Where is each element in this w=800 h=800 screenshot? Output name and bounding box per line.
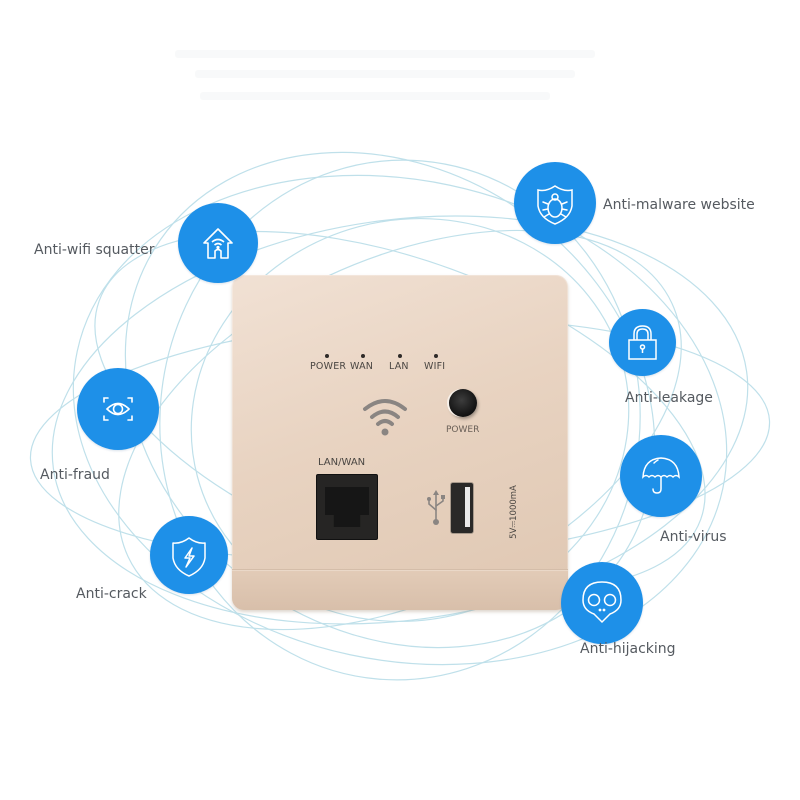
panel-groove (232, 569, 568, 571)
wall-router-panel (232, 275, 568, 610)
feature-label: Anti-hijacking (580, 641, 676, 657)
led-label-wan: WAN (350, 361, 374, 372)
usb-port[interactable] (450, 482, 474, 534)
umbrella-icon (620, 435, 702, 517)
house-wifi-icon (178, 203, 258, 283)
usb-rating-label: 5V⎓1000mA (508, 485, 519, 539)
eye-scan-icon (77, 368, 159, 450)
power-button[interactable] (449, 389, 477, 417)
lan-wan-port-label: LAN/WAN (318, 457, 366, 468)
led-label-power: POWER (310, 361, 347, 372)
shield-bug-icon (514, 162, 596, 244)
feature-label: Anti-wifi squatter (34, 242, 155, 258)
led-power-indicator (325, 354, 329, 358)
shield-lightning-icon (150, 516, 228, 594)
panel-bottom-strip (232, 571, 568, 610)
led-label-wifi: WIFI (424, 361, 446, 372)
rj45-port[interactable] (316, 474, 378, 540)
faded-heading-watermark (175, 40, 605, 110)
feature-label: Anti-fraud (40, 467, 110, 483)
led-wifi-indicator (434, 354, 438, 358)
led-label-lan: LAN (389, 361, 409, 372)
usb-icon (427, 490, 445, 525)
feature-label: Anti-malware website (603, 197, 755, 213)
power-button-label: POWER (446, 425, 480, 435)
led-wan-indicator (361, 354, 365, 358)
led-lan-indicator (398, 354, 402, 358)
padlock-icon (609, 309, 676, 376)
feature-label: Anti-crack (76, 586, 147, 602)
feature-label: Anti-leakage (625, 390, 713, 406)
feature-label: Anti-virus (660, 529, 727, 545)
wifi-icon (363, 399, 407, 436)
skull-icon (561, 562, 643, 644)
